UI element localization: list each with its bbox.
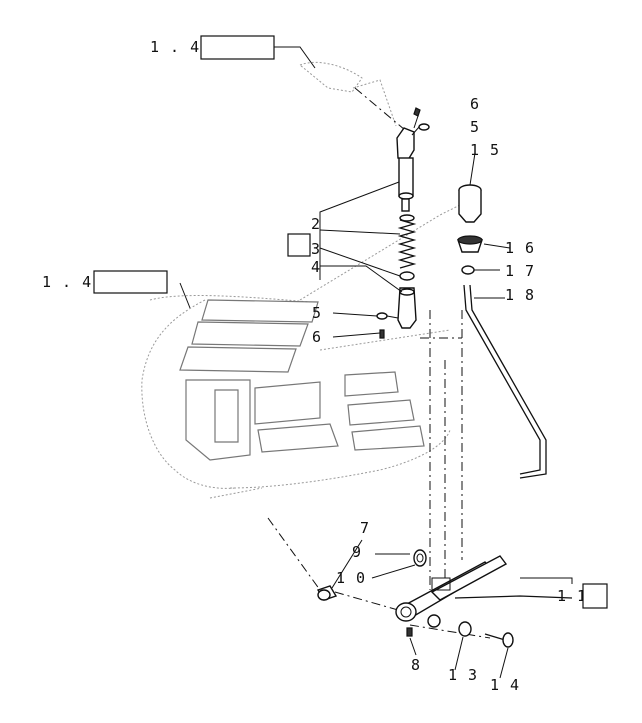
- callout-7: 7: [360, 519, 370, 537]
- callout-18: 1 8: [505, 286, 535, 304]
- callout-bracket-2-4: [287, 181, 403, 293]
- callout-numbers: 2 3 4 6 5 1 5 1 6 1 7 1 8 5 6 7 9 1 0 8 …: [311, 95, 535, 694]
- callout-4: 4: [311, 258, 321, 276]
- callout-10: 1 0: [336, 569, 366, 587]
- callout-9: 9: [352, 543, 362, 561]
- ghost-housing: [141, 61, 471, 499]
- callout-15: 1 5: [470, 141, 500, 159]
- callout-5-top: 5: [470, 118, 480, 136]
- reference-box-top: 1 . 4 4 . 0: [150, 35, 316, 69]
- lower-lever-assembly: [316, 539, 573, 679]
- spring: [397, 214, 417, 269]
- callout-17: 1 7: [505, 262, 535, 280]
- center-lines: [267, 87, 491, 639]
- reference-box-bottom: 1 1 2: [520, 577, 608, 609]
- callout-13: 1 3: [448, 666, 478, 684]
- callout-8: 8: [411, 656, 421, 674]
- callout-5-mid: 5: [312, 304, 322, 322]
- right-rod-assembly: [457, 152, 547, 479]
- callout-6-top: 6: [470, 95, 480, 113]
- callout-16: 1 6: [505, 239, 535, 257]
- callout-2: 2: [311, 215, 321, 233]
- callout-6-mid: 6: [312, 328, 322, 346]
- callout-14: 1 4: [490, 676, 520, 694]
- upper-clevis-assembly: [376, 107, 430, 339]
- reference-box-mid: 1 . 4 4 . 0: [42, 270, 191, 309]
- callout-3: 3: [311, 240, 321, 258]
